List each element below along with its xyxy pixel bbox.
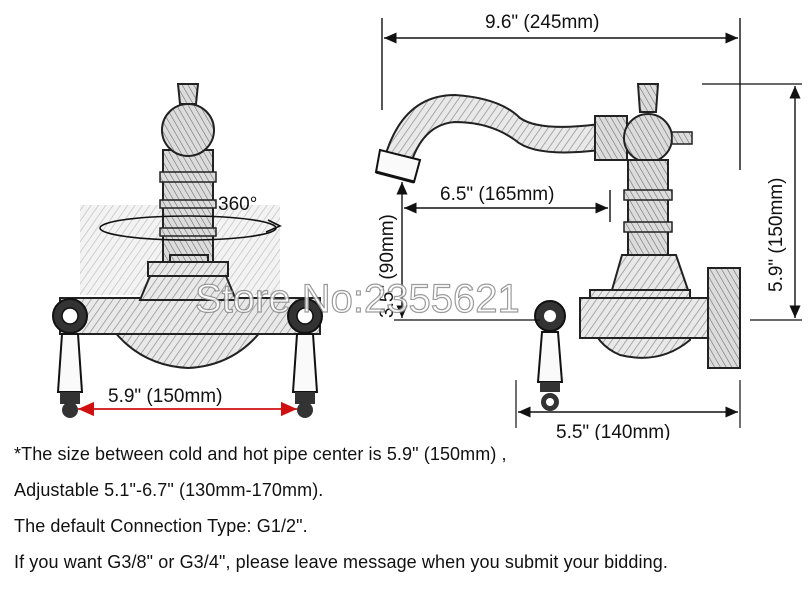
total-height-dimension: 5.9" (150mm) bbox=[702, 83, 802, 321]
depth-label: 5.5" (140mm) bbox=[556, 422, 670, 440]
pipe-center-label: 5.9" (150mm) bbox=[108, 386, 222, 407]
spout-reach-label: 6.5" (165mm) bbox=[440, 184, 554, 205]
rotation-indicator: 360° bbox=[99, 194, 282, 241]
note-pipe-center: *The size between cold and hot pipe cent… bbox=[14, 444, 507, 464]
spout-height-label: 3.5" (90mm) bbox=[377, 214, 398, 318]
pipe-center-dimension: 5.9" (150mm) bbox=[78, 386, 297, 417]
front-view-sketch bbox=[52, 83, 323, 418]
store-watermark: Store No:2355621 bbox=[195, 277, 520, 321]
depth-dimension: 5.5" (140mm) bbox=[515, 380, 741, 440]
total-length-label: 9.6" (245mm) bbox=[485, 12, 599, 33]
side-view-sketch bbox=[374, 83, 741, 411]
spout-reach-dimension: 6.5" (165mm) bbox=[404, 184, 611, 222]
note-connection-type: The default Connection Type: G1/2". bbox=[14, 516, 308, 536]
spout-height-dimension: 3.5" (90mm) bbox=[377, 182, 540, 321]
rotation-label: 360° bbox=[218, 194, 257, 215]
note-custom-connection: If you want G3/8" or G3/4", please leave… bbox=[14, 552, 668, 572]
total-length-dimension: 9.6" (245mm) bbox=[381, 12, 741, 170]
note-adjustable: Adjustable 5.1"-6.7" (130mm-170mm). bbox=[14, 480, 324, 500]
notes-block: *The size between cold and hot pipe cent… bbox=[14, 444, 804, 588]
total-height-label: 5.9" (150mm) bbox=[766, 178, 787, 292]
faucet-dimension-diagram: 360° 5.9" (150mm) bbox=[52, 12, 802, 440]
